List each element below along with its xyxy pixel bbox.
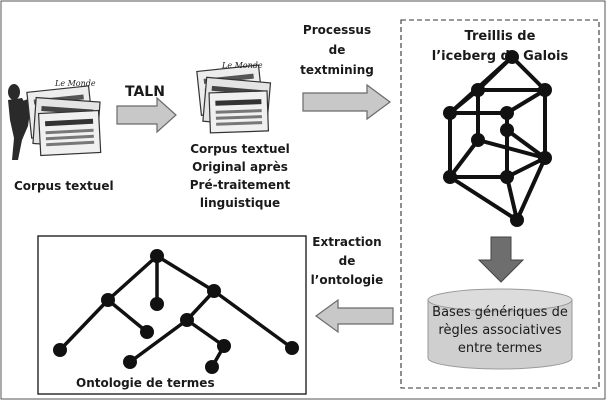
rules-database-label: Bases génériques de règles associatives … [432,305,568,356]
preprocessed-masthead: Le Monde [221,61,263,70]
lattice-box [400,19,600,389]
ontology-nodes [53,249,299,374]
textmining-label: Processus de textmining [300,23,374,77]
lattice-node [443,106,457,120]
svg-text:linguistique: linguistique [200,196,280,210]
ontology-box [37,235,307,395]
lattice-node [510,213,524,227]
svg-text:entre termes: entre termes [458,341,542,356]
svg-text:l’iceberg de Galois: l’iceberg de Galois [432,49,569,64]
lattice-node [500,106,514,120]
down-arrow [477,236,525,283]
lattice-node [538,83,552,97]
svg-text:Processus: Processus [303,23,371,37]
ontology-node [150,297,164,311]
textmining-arrow [302,83,392,121]
ontology-node [180,313,194,327]
svg-text:règles associatives: règles associatives [438,323,561,338]
lattice-node [471,133,485,147]
svg-text:Pré-traitement: Pré-traitement [190,178,291,192]
svg-text:textmining: textmining [300,63,374,77]
ontology-node [101,293,115,307]
rules-database-cylinder [427,288,573,370]
extraction-label: Extraction de l’ontologie [311,235,384,287]
newspaper-stack-icon: Le Monde [26,79,102,157]
svg-text:de: de [329,43,346,57]
ontology-node [205,360,219,374]
corpus-icon: Le Monde [8,79,102,160]
extraction-arrow [314,298,394,334]
galois-lattice [448,55,547,222]
ontology-node [150,249,164,263]
ontology-node [123,355,137,369]
lattice-node [505,50,519,64]
svg-text:Bases génériques de: Bases génériques de [432,305,568,320]
svg-text:l’ontologie: l’ontologie [311,273,384,287]
ontology-node [140,325,154,339]
ontology-node [217,339,231,353]
ontology-node [285,341,299,355]
svg-text:de: de [339,254,356,268]
galois-lattice-nodes [443,50,552,227]
lattice-title: Treillis de l’iceberg de Galois [432,29,569,64]
svg-text:Corpus textuel: Corpus textuel [190,142,290,156]
svg-text:Treillis de: Treillis de [465,29,536,44]
lattice-node [538,151,552,165]
preprocessed-corpus-label: Corpus textuel Original après Pré-traite… [190,142,291,210]
corpus-label: Corpus textuel [14,179,114,193]
taln-label: TALN [125,84,165,100]
lattice-node [500,123,514,137]
ontology-tree [58,254,294,369]
svg-text:Extraction: Extraction [312,235,381,249]
preprocessed-corpus-icon: Le Monde [196,61,272,134]
ontology-node [53,343,67,357]
svg-text:Original après: Original après [192,160,288,174]
lattice-node [443,170,457,184]
taln-arrow [116,96,177,134]
lattice-node [500,170,514,184]
ontology-label: Ontologie de termes [76,376,215,390]
ontology-node [207,284,221,298]
lattice-node [471,83,485,97]
newspaper-masthead: Le Monde [54,79,96,88]
